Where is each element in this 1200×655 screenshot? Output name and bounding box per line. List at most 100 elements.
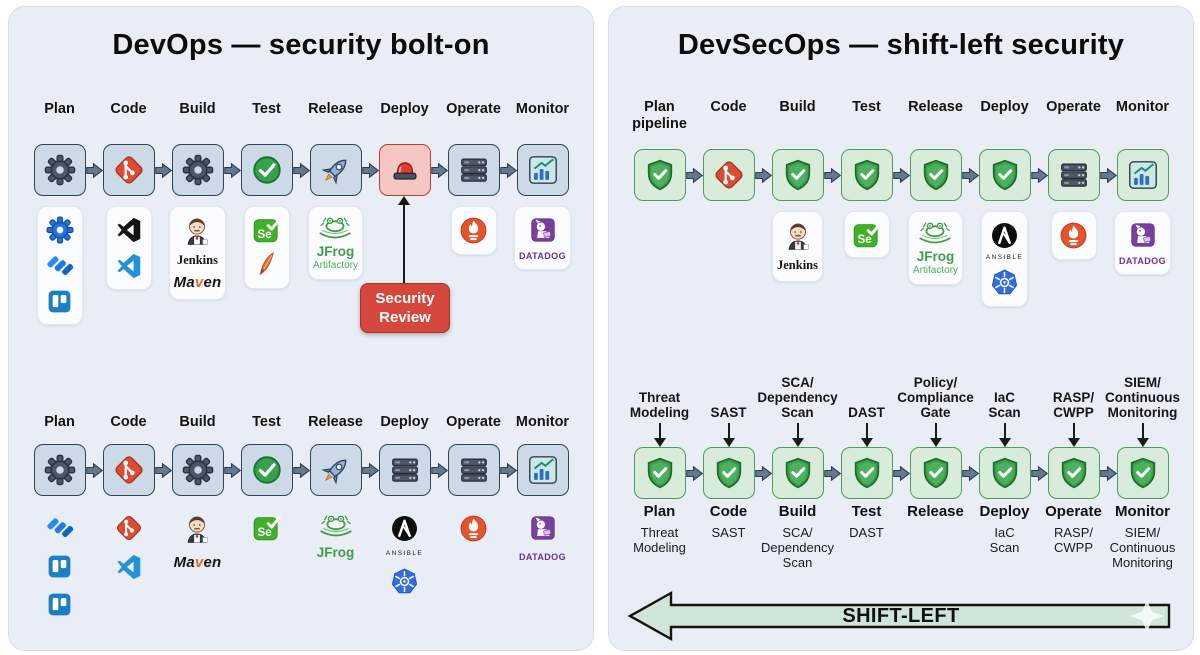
flow-arrow-icon [1099, 167, 1117, 183]
vscode-blue-icon [114, 251, 144, 281]
jfrog-icon [315, 215, 355, 242]
pipeline-column: Build [163, 414, 232, 431]
pipeline-column: ANSIBLE [370, 509, 439, 597]
datadog-icon [1128, 220, 1158, 250]
pipeline-column: Build [163, 101, 232, 118]
maven-wordmark: Maven [173, 554, 222, 571]
stage-label: Release [907, 503, 964, 520]
down-arrow-icon [722, 423, 735, 447]
tool-card: Se [243, 206, 290, 289]
stage-label: Code [110, 101, 147, 117]
pipeline-column [223, 444, 301, 496]
pipeline-column [892, 447, 970, 499]
pipeline-column [292, 444, 370, 496]
stage-box-shield [633, 447, 686, 499]
stage-box-check [240, 444, 293, 496]
stage-label: Test [252, 101, 281, 117]
security-practice: DAST [832, 337, 901, 447]
pipeline-column [1030, 149, 1108, 201]
flow-arrow-icon [430, 162, 448, 178]
pipeline-column: Se [232, 206, 301, 289]
flow-arrow-icon [499, 462, 517, 478]
selenium-icon: Se [251, 215, 282, 244]
git-small-icon [114, 513, 144, 543]
stage-label: Monitor [515, 414, 570, 430]
pipeline-column [85, 444, 163, 496]
maven-accent: v [194, 274, 204, 291]
down-arrow-icon [860, 423, 873, 447]
jenkins-icon [782, 220, 814, 252]
flow-arrow-icon [1030, 167, 1048, 183]
shield-icon [923, 159, 948, 191]
shield-icon [854, 159, 879, 191]
shield-icon [1061, 457, 1086, 489]
flow-arrow-icon [754, 465, 772, 481]
tool-stack [45, 509, 75, 619]
trello-icon [45, 287, 74, 316]
selenium-icon: Se [851, 220, 882, 249]
flow-arrow-icon [499, 162, 517, 178]
stage-label: Deploy [980, 99, 1029, 115]
stage-label: Code [710, 99, 747, 115]
down-arrow-icon [791, 423, 804, 447]
stage-label: Test [252, 414, 281, 430]
practice-sublabel: DAST [849, 525, 884, 540]
feather-icon [253, 250, 281, 280]
stage-box-shield [840, 149, 893, 201]
down-arrow-icon [998, 423, 1011, 447]
flow-arrow-icon [823, 167, 841, 183]
tool-card [36, 206, 83, 325]
flow-arrow-icon [154, 162, 172, 178]
security-practice: RASP/CWPP [1039, 337, 1108, 447]
kubernetes-icon [389, 566, 420, 597]
pipeline-column: Build [763, 99, 832, 116]
pipeline-column: Code [94, 414, 163, 431]
stage-box-shield [771, 447, 824, 499]
flow-arrow-icon [223, 462, 241, 478]
devops-panel-title: DevOps — security bolt-on [112, 29, 490, 61]
tool-stack [458, 509, 489, 544]
shift-left-arrow-shape [627, 590, 1171, 642]
pipeline-column [439, 206, 508, 255]
stage-box-siren [378, 144, 431, 196]
stage-label: Test [852, 99, 881, 115]
stage-label: Deploy [979, 503, 1030, 520]
prometheus-icon [458, 513, 489, 544]
flow-arrow-icon [754, 167, 772, 183]
flow-arrow-icon [1030, 465, 1048, 481]
tool-card: DATADOG [1114, 211, 1171, 275]
up-arrow-line [403, 199, 405, 283]
flow-arrow-icon [430, 462, 448, 478]
pipeline-column [94, 206, 163, 290]
git-icon [114, 456, 143, 484]
stage-label: Plan [44, 101, 75, 117]
artifactory-wordmark: Artifactory [912, 265, 958, 276]
pipeline-column [25, 206, 94, 325]
down-arrow-icon [653, 423, 666, 447]
pipeline-column [1030, 447, 1108, 499]
stage-box-shield [633, 149, 686, 201]
gear-icon [44, 454, 75, 486]
stage-box-shield [978, 149, 1031, 201]
stage-label: Operate [446, 101, 501, 117]
stage-box-gear [33, 444, 86, 496]
pipeline-column [430, 444, 508, 496]
stage-box-gear [33, 144, 86, 196]
pipeline-column: Se [832, 211, 901, 258]
pipeline-column [1099, 149, 1177, 201]
prometheus-icon [1058, 220, 1089, 251]
pipeline-column [25, 509, 94, 619]
stage-label: Operate [1045, 503, 1102, 520]
pipeline-column [685, 149, 763, 201]
practice-sublabel: SAST [711, 525, 746, 540]
